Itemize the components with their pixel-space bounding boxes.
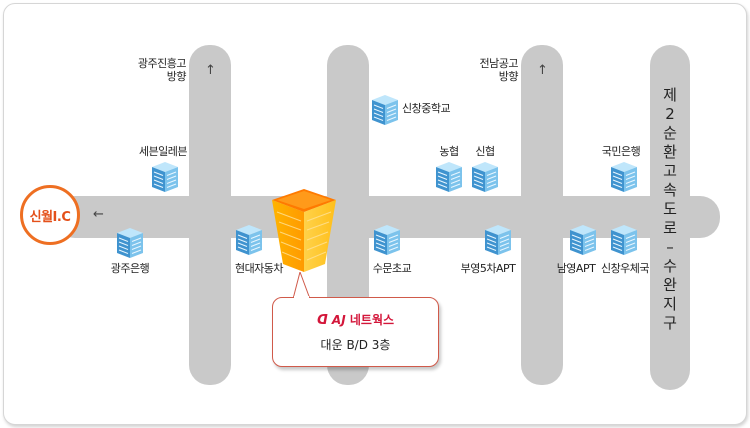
- destination-building-icon: [272, 189, 336, 272]
- ring-road-char: 지: [663, 295, 677, 313]
- building-icon: [436, 162, 462, 192]
- callout-pointer-joint: [294, 296, 309, 299]
- building-icon: [485, 225, 511, 255]
- building-floor-label: 대운 B/D 3층: [320, 338, 391, 352]
- landmark-buyoung-apt: 부영5차APT: [460, 262, 516, 275]
- building-icon: [152, 162, 178, 192]
- ring-road-char: 속: [663, 181, 677, 199]
- left-arrow-icon: ←: [93, 207, 104, 222]
- ring-road-char: 환: [663, 143, 677, 161]
- landmark-namyoung-apt: 남영APT: [556, 262, 596, 275]
- landmark-sinchang-post-office: 신창우체국: [600, 262, 650, 275]
- direction-label: 방향: [166, 70, 187, 83]
- sinwol-ic-marker: 신월I.C: [20, 185, 80, 245]
- road-vertical-3: [521, 45, 563, 385]
- ring-road-char: 순: [663, 124, 677, 142]
- landmark-nonghyup: 농협: [439, 145, 459, 158]
- building-icon: [472, 162, 498, 192]
- landmark-sumun-elementary: 수문초교: [372, 262, 412, 275]
- direction-label: 방향: [498, 70, 519, 83]
- destination-callout: ᗡ AJ 네트웍스 대운 B/D 3층: [272, 297, 439, 367]
- ring-road-char: 구: [663, 314, 677, 332]
- landmark-hyundai-motors: 현대자동차: [234, 262, 284, 275]
- building-icon: [374, 225, 400, 255]
- building-icon: [117, 228, 143, 258]
- aj-logo-icon: ᗡ: [316, 313, 328, 328]
- landmark-sechang-middle-school: 신창중학교: [402, 102, 451, 115]
- landmark-seven-eleven: 세븐일레븐: [138, 145, 188, 158]
- ring-road-char: 2: [665, 105, 675, 123]
- landmark-gwangju-bank: 광주은행: [110, 262, 150, 275]
- ring-road-char: 로: [663, 219, 677, 237]
- brand-aj: AJ: [331, 313, 346, 327]
- direction-label: 광주진흥고: [137, 57, 187, 70]
- building-icon: [236, 225, 262, 255]
- road-vertical-1: [189, 45, 231, 385]
- up-arrow-icon: ↑: [537, 63, 548, 78]
- building-icon: [570, 225, 596, 255]
- direction-gwangju-jinheung: 광주진흥고 방향: [112, 57, 187, 83]
- up-arrow-icon: ↑: [205, 63, 216, 78]
- building-icon: [611, 162, 637, 192]
- ring-road-vertical: [650, 45, 690, 390]
- direction-jeonnam-gonggo: 전남공고 방향: [444, 57, 519, 83]
- landmark-sinhyup: 신협: [475, 145, 495, 158]
- building-icon: [372, 95, 398, 125]
- ring-road-char: –: [666, 238, 674, 256]
- ring-road-char: 도: [663, 200, 677, 218]
- direction-label: 전남공고: [479, 57, 519, 70]
- building-icon: [611, 225, 637, 255]
- sinwol-ic-label: 신월I.C: [29, 209, 71, 225]
- landmark-kookmin-bank: 국민은행: [601, 145, 641, 158]
- ring-road-char: 제: [663, 86, 677, 104]
- ring-road-char: 고: [663, 162, 677, 180]
- brand-name: 네트웍스: [349, 313, 395, 327]
- ring-road-char: 수: [663, 257, 677, 275]
- company-brand: ᗡ AJ 네트웍스: [273, 311, 438, 328]
- ring-road-char: 완: [663, 276, 677, 294]
